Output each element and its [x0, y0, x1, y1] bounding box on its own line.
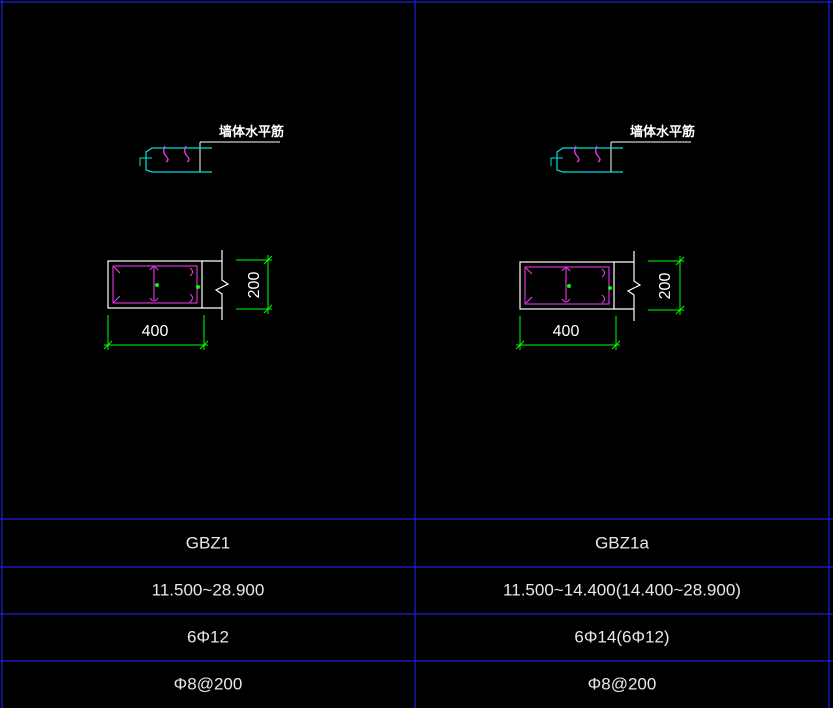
rebar-detail: 墙体水平筋	[550, 124, 695, 173]
tick-left	[515, 340, 525, 350]
rebar-detail: 墙体水平筋	[139, 124, 284, 173]
hook-detail	[550, 157, 563, 166]
section-plan: 400 200	[103, 250, 273, 350]
corner-hook-2	[525, 296, 533, 304]
table: GBZ1 GBZ1a 11.500~28.900 11.500~14.400(1…	[152, 533, 741, 693]
tie-detail	[556, 147, 623, 173]
tick-left	[103, 340, 113, 350]
tie-hook-bottom	[561, 298, 571, 303]
table-cell-longitudinal: 6Φ12	[187, 627, 229, 646]
stirrup-outer	[112, 265, 198, 304]
stirrup-outer	[524, 266, 610, 305]
panel-gbz1: 墙体水平筋 400	[103, 124, 284, 350]
dimension-width	[515, 316, 621, 350]
corner-hook-2	[113, 295, 121, 303]
stirrup-hook-1	[574, 145, 580, 163]
dim-width-text: 400	[553, 323, 580, 340]
hook-detail	[139, 157, 152, 166]
tie-hook-top	[149, 266, 159, 271]
break-line	[214, 250, 230, 320]
stirrup-hook-right	[601, 268, 605, 304]
rebar-dot	[196, 285, 200, 289]
corner-hook-1	[113, 266, 121, 274]
dim-height-text: 200	[246, 272, 263, 299]
tick-bottom	[675, 305, 685, 315]
rebar-dot	[608, 286, 612, 290]
tick-top	[675, 256, 685, 266]
rebar-dot	[567, 284, 571, 288]
dimension-width	[103, 315, 209, 350]
table-cell-stirrup: Φ8@200	[588, 674, 657, 693]
tie-hook-bottom	[149, 297, 159, 302]
table-cell-name: GBZ1a	[595, 533, 649, 552]
dim-width-text: 400	[142, 323, 169, 340]
table-cell-longitudinal: 6Φ14(6Φ12)	[574, 627, 669, 646]
corner-hook-1	[525, 267, 533, 275]
break-line	[626, 251, 642, 321]
tick-top	[263, 255, 273, 265]
wall-outline-detail	[199, 142, 212, 173]
dimension-height	[236, 255, 273, 314]
table-cell-elevation: 11.500~14.400(14.400~28.900)	[503, 580, 741, 599]
column-outline	[519, 261, 615, 310]
stirrup-hook-right	[189, 267, 193, 303]
table-cell-stirrup: Φ8@200	[174, 674, 243, 693]
panel-gbz1a: 墙体水平筋 400	[515, 124, 695, 350]
rebar-label: 墙体水平筋	[219, 124, 284, 139]
column-outline	[107, 260, 203, 309]
dim-height-text: 200	[657, 273, 674, 300]
wall-outline-detail	[610, 142, 623, 173]
tie-hook-top	[561, 267, 571, 272]
stirrup-hook-2	[184, 145, 190, 163]
rebar-dot	[155, 283, 159, 287]
stirrup-hook-1	[163, 145, 169, 163]
table-cell-elevation: 11.500~28.900	[152, 580, 265, 599]
tick-bottom	[263, 304, 273, 314]
stirrup-hook-2	[595, 145, 601, 163]
section-plan: 400 200	[515, 251, 685, 350]
tie-detail	[145, 147, 212, 173]
rebar-label: 墙体水平筋	[630, 124, 695, 139]
table-cell-name: GBZ1	[186, 533, 230, 552]
tick-right	[611, 340, 621, 350]
dimension-height	[648, 256, 685, 315]
tick-right	[199, 340, 209, 350]
